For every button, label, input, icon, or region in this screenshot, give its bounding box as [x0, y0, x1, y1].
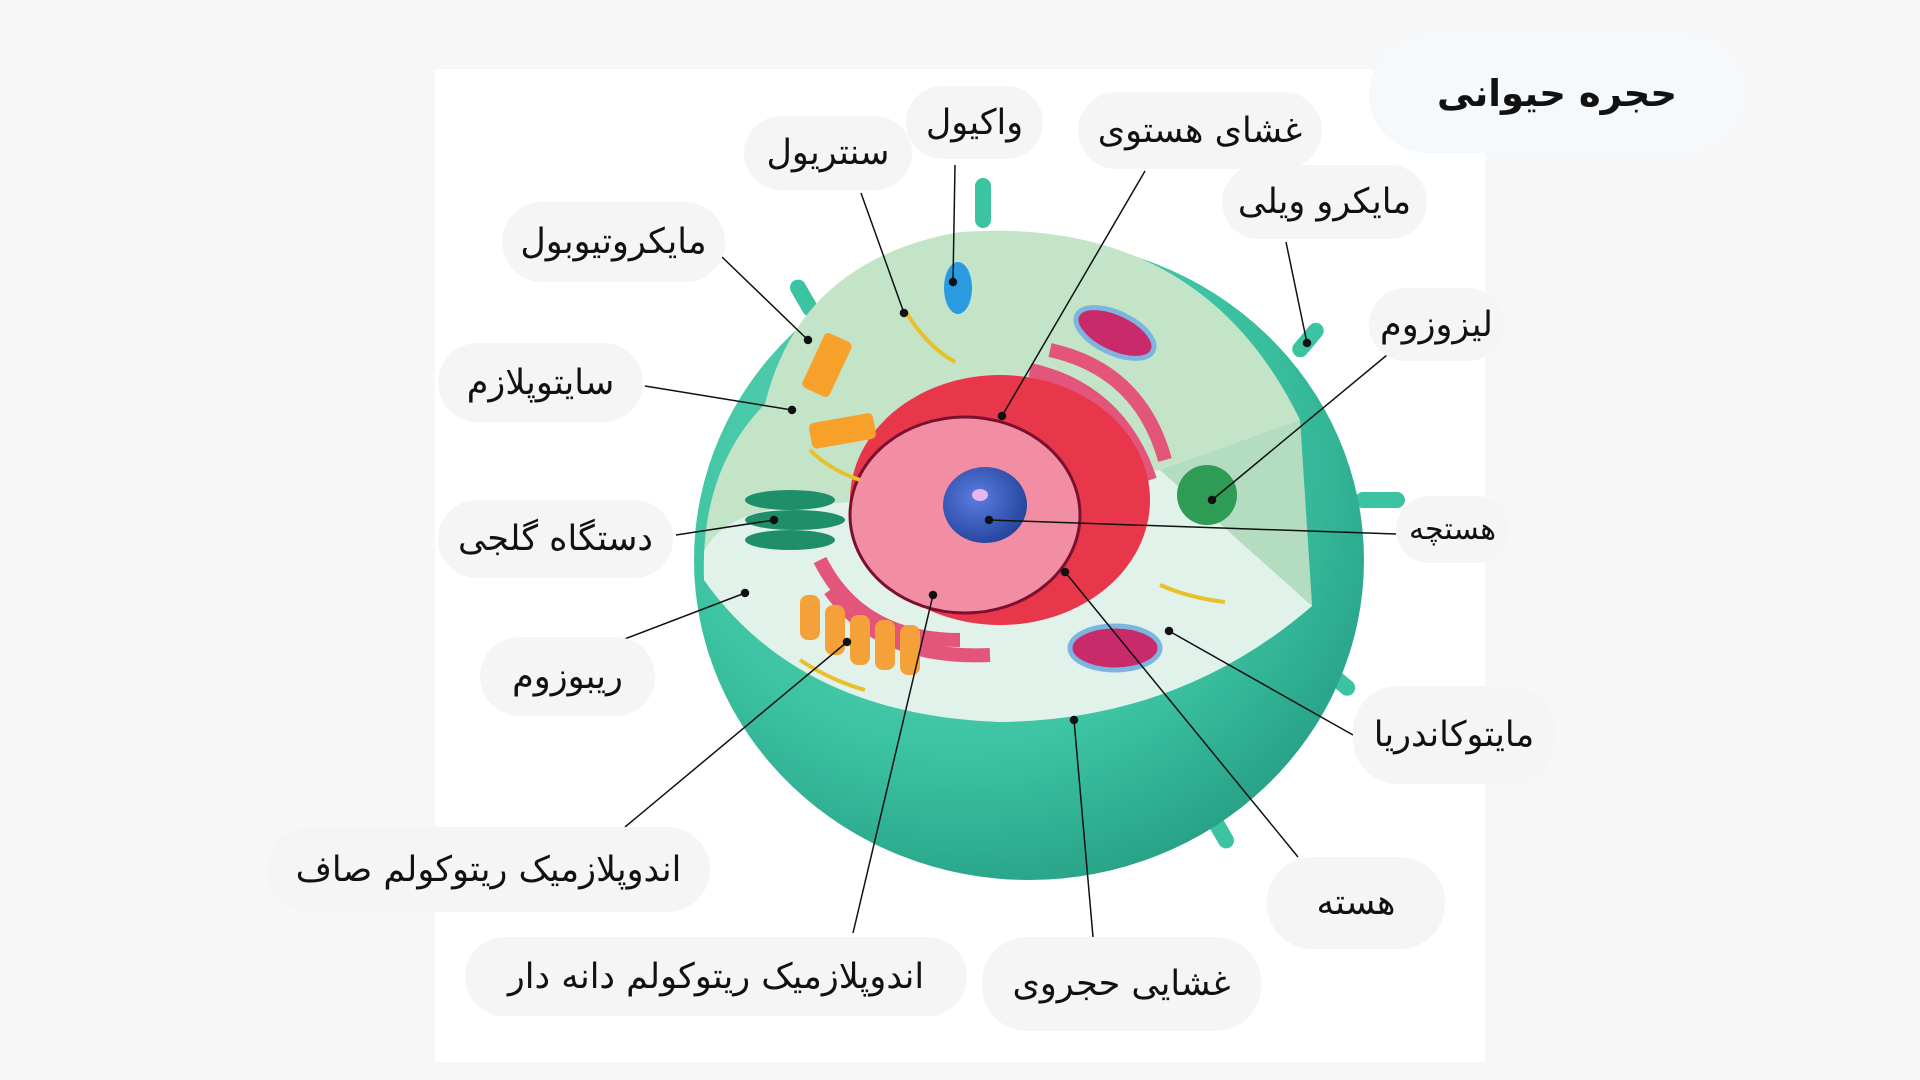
smooth-er-shape [800, 595, 920, 675]
golgi-shape [745, 490, 845, 550]
label-golgi: دستگاه گلجی [438, 500, 673, 578]
mitochondrion-shape [1073, 305, 1157, 361]
label-nuclear-membrane: غشای هستوی [1078, 92, 1322, 169]
nucleolus-shape [943, 467, 1027, 543]
label-smooth-er: اندوپلازمیک ریتوکولم صاف [267, 827, 710, 912]
label-mitochondria: مایتوکاندریا [1353, 686, 1555, 784]
label-rough-er: اندوپلازمیک ریتوکولم دانه دار [465, 937, 967, 1016]
label-microvilli: مایکرو ویلی [1222, 165, 1427, 239]
mitochondrion-shape [1067, 623, 1163, 673]
label-vacuole: واکیول [906, 86, 1043, 159]
leader-lines [621, 164, 1397, 938]
microtubule-shape [798, 309, 1226, 692]
label-cytoplasm: سایتوپلازم [438, 343, 643, 422]
label-nucleolus: هستچه [1396, 496, 1509, 563]
vacuole-shape [944, 262, 972, 314]
label-ribosome: ریبوزوم [480, 637, 655, 716]
label-nucleus: هسته [1267, 857, 1445, 949]
label-microtubule: مایکروتیوبول [502, 202, 725, 282]
label-cell-membrane: غشایی حجروی [982, 937, 1261, 1031]
label-centriole: سنتریول [744, 116, 912, 190]
lysosome-shape [1177, 465, 1237, 525]
label-lysosome: لیزوزوم [1369, 288, 1504, 361]
diagram-title: حجره حیوانی [1369, 34, 1745, 153]
centriole-shape [802, 333, 876, 449]
